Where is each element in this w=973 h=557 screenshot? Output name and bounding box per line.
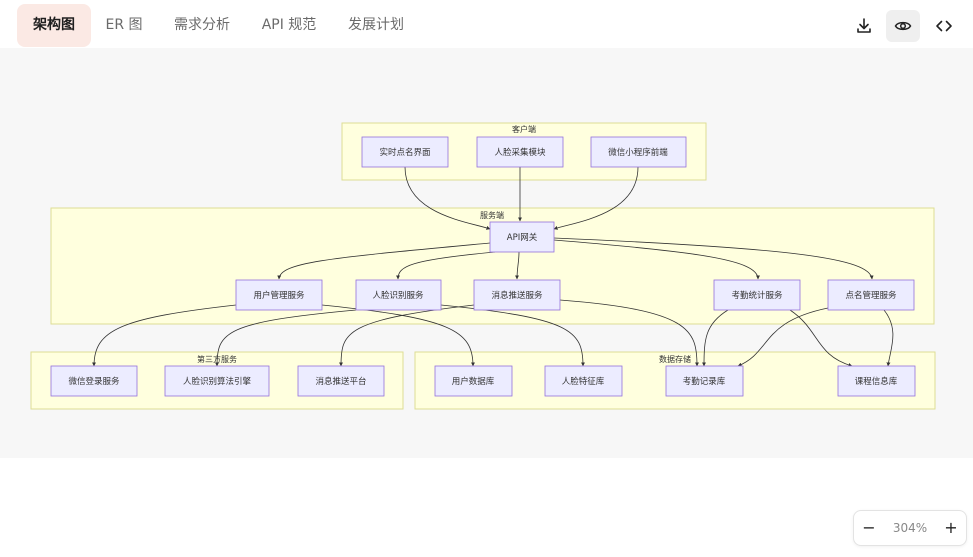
- code-button[interactable]: [927, 10, 961, 42]
- node-label-realtime-ui: 实时点名界面: [379, 147, 431, 158]
- top-bar: 架构图 ER 图 需求分析 API 规范 发展计划: [0, 0, 973, 48]
- zoom-level: 304%: [892, 521, 928, 535]
- node-label-rollcall-svc: 点名管理服务: [845, 290, 897, 301]
- eye-icon: [894, 21, 912, 31]
- node-label-face-capture: 人脸采集模块: [494, 147, 546, 158]
- node-course-db: [837, 365, 916, 397]
- edge-gateway-to-user-svc: [277, 242, 491, 280]
- node-label-wechat-login: 微信登录服务: [68, 376, 120, 387]
- architecture-diagram: 客户端 服务端 第三方服务 数据存储: [30, 122, 936, 410]
- node-user-svc: [235, 279, 323, 311]
- download-button[interactable]: [847, 10, 881, 42]
- tab-roadmap[interactable]: 发展计划: [348, 17, 404, 33]
- node-wechat-login: [50, 365, 138, 397]
- node-stats-svc: [713, 279, 801, 311]
- edge-gateway-to-push-svc: [515, 251, 520, 280]
- edge-gateway-to-rollcall-svc: [553, 237, 874, 280]
- edge-stats-svc-to-attendance-db: [702, 309, 729, 367]
- node-labels: 实时点名界面 人脸采集模块 微信小程序前端 API网关 用户管理服务 人脸识别服…: [68, 147, 897, 387]
- node-label-face-svc: 人脸识别服务: [372, 290, 424, 301]
- node-api-gateway: [489, 221, 555, 253]
- zoom-in-button[interactable]: +: [944, 518, 958, 537]
- edge-rollcall-svc-to-attendance-db: [737, 307, 829, 367]
- edge-rollcall-svc-to-course-db: [883, 309, 894, 367]
- node-label-user-svc: 用户管理服务: [253, 290, 305, 301]
- node-attendance-db: [665, 365, 744, 397]
- node-face-engine: [164, 365, 270, 397]
- edge-wechat-front-to-gateway: [553, 166, 639, 230]
- node-label-face-db: 人脸特征库: [562, 376, 605, 387]
- edge-gateway-to-face-svc: [396, 251, 496, 280]
- tab-architecture[interactable]: 架构图: [17, 4, 91, 47]
- download-icon: [857, 18, 871, 33]
- node-label-attendance-db: 考勤记录库: [683, 376, 726, 387]
- group-storage-label: 数据存储: [659, 354, 691, 364]
- edge-push-svc-to-attendance-db: [559, 299, 699, 367]
- node-face-db: [544, 365, 623, 397]
- node-face-svc: [355, 279, 442, 311]
- canvas-bottom-area: [0, 458, 973, 557]
- node-label-user-db: 用户数据库: [452, 376, 495, 387]
- code-icon: [936, 20, 952, 32]
- tab-er-diagram[interactable]: ER 图: [105, 17, 143, 33]
- node-wechat-front: [590, 136, 687, 168]
- node-face-capture: [476, 136, 564, 168]
- edge-realtime-ui-to-gateway: [404, 166, 491, 230]
- edge-gateway-to-stats-svc: [553, 239, 760, 280]
- node-user-db: [434, 365, 513, 397]
- edge-face-svc-to-face-engine: [215, 309, 357, 367]
- zoom-control: − 304% +: [853, 510, 967, 546]
- diagram-canvas[interactable]: 客户端 服务端 第三方服务 数据存储: [0, 48, 973, 458]
- node-label-push-platform: 消息推送平台: [315, 376, 366, 387]
- node-label-push-svc: 消息推送服务: [491, 290, 543, 301]
- group-client-label: 客户端: [512, 124, 536, 134]
- zoom-out-button[interactable]: −: [862, 518, 876, 537]
- tab-api-spec[interactable]: API 规范: [261, 17, 317, 33]
- node-label-face-engine: 人脸识别算法引擎: [183, 376, 252, 387]
- nodes: [50, 136, 916, 397]
- node-label-wechat-front: 微信小程序前端: [608, 147, 668, 158]
- node-label-api-gateway: API网关: [507, 232, 538, 243]
- node-label-stats-svc: 考勤统计服务: [731, 290, 783, 301]
- tab-requirements[interactable]: 需求分析: [174, 17, 230, 33]
- node-rollcall-svc: [827, 279, 915, 311]
- group-server-label: 服务端: [480, 210, 504, 220]
- node-push-platform: [297, 365, 385, 397]
- node-push-svc: [473, 279, 561, 311]
- preview-button[interactable]: [886, 10, 920, 42]
- node-label-course-db: 课程信息库: [855, 376, 898, 387]
- node-realtime-ui: [361, 136, 449, 168]
- edge-user-svc-to-wechat-login: [92, 304, 237, 367]
